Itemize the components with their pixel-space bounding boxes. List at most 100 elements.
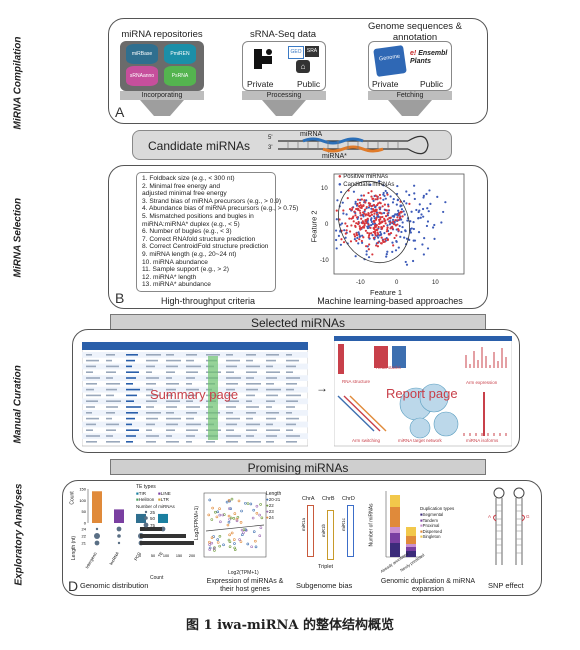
positive-point: [359, 228, 362, 231]
positive-point: [381, 221, 384, 224]
expression-point: [210, 518, 214, 521]
feature-scatter-plot: [333, 173, 465, 275]
expression-point: [239, 540, 243, 543]
criterion-item: miRNA:miRNA* duplex (e.g., < 5): [142, 220, 240, 228]
positive-point: [373, 224, 377, 227]
arrow-to-report-icon: →: [316, 381, 328, 395]
positive-point: [375, 203, 379, 207]
dup-legend-item: ■Tandem: [420, 518, 438, 523]
positive-point: [387, 205, 390, 208]
positive-point: [344, 222, 347, 225]
positive-point: [367, 212, 370, 215]
positive-point: [376, 197, 379, 200]
positive-ellipse: [338, 180, 410, 264]
genomic-bar: [114, 509, 124, 523]
candidate-point: [391, 250, 394, 253]
expression-point: [232, 517, 236, 520]
size-legend-dot: [143, 522, 149, 528]
positive-point: [386, 238, 389, 242]
snp-label-a: A: [488, 514, 492, 519]
candidate-point: [371, 222, 374, 226]
candidate-point: [402, 200, 406, 203]
candidate-point: [421, 243, 424, 246]
candidate-point: [354, 202, 357, 205]
positive-point: [398, 216, 402, 220]
candidate-point: [427, 210, 430, 213]
positive-point: [351, 206, 354, 209]
candidate-point: [361, 234, 364, 237]
positive-point: [338, 218, 341, 221]
positive-point: [394, 219, 397, 222]
candidate-point: [383, 232, 386, 235]
dup-legend-swatch: ■: [420, 512, 423, 517]
label-mirna-selection: MiRNA Selection: [12, 197, 24, 278]
candidate-point: [378, 180, 381, 183]
positive-point: [359, 203, 362, 207]
expression-point: [260, 516, 264, 520]
candidate-point: [392, 198, 395, 201]
size-legend-25: 25: [150, 510, 156, 515]
positive-point: [368, 234, 371, 237]
expression-point: [222, 543, 225, 547]
dup-legend-title: Duplication types: [420, 506, 455, 511]
positive-point: [358, 238, 361, 241]
report-arm-switching: Arm switching: [352, 438, 381, 443]
size-legend-dot: [144, 516, 148, 520]
dup-legend-item: ■Segmental: [420, 512, 443, 517]
te-type-line: ■LINE: [158, 491, 171, 496]
legend-positive-label: Positive miRNAs: [343, 174, 388, 180]
positive-point: [383, 240, 386, 243]
positive-point: [360, 217, 363, 220]
length-label: 22: [82, 534, 87, 539]
genomic-category-label: Intergenic: [84, 551, 98, 569]
candidate-point: [408, 193, 411, 197]
process-label-incorporating: Incorporating: [141, 92, 183, 99]
genomic-ytick: 0: [84, 521, 87, 526]
positive-point: [348, 207, 352, 211]
candidate-point: [414, 247, 417, 250]
report-page-screenshot: [334, 336, 512, 447]
length-label: 21: [82, 541, 87, 546]
candidate-point: [426, 207, 429, 210]
process-bar-processing: Processing: [242, 91, 326, 100]
db-label-pmiren: PmiREN: [170, 51, 190, 57]
candidate-point: [391, 218, 395, 221]
positive-point: [378, 222, 381, 225]
candidate-point: [409, 220, 412, 223]
positive-point: [383, 203, 386, 206]
genomic-ytick: 100: [79, 498, 86, 503]
positive-point: [373, 227, 376, 231]
positive-point: [355, 233, 358, 237]
snp-hairpins: [493, 487, 525, 565]
length-dot: [117, 541, 121, 545]
candidate-point: [357, 242, 360, 245]
candidate-point: [440, 221, 443, 224]
label-mirna-compilation: MiRNA Compilation: [12, 36, 24, 130]
candidate-point: [397, 209, 400, 212]
positive-point: [366, 213, 370, 217]
candidate-point: [356, 236, 359, 240]
subgenome-gene-a: [307, 505, 314, 557]
scatter-ytick-1: 10: [321, 186, 328, 192]
positive-point: [372, 236, 375, 240]
genome-book-icon: Genome: [373, 45, 407, 77]
positive-point: [391, 225, 394, 228]
summary-page-label: Summary page: [150, 387, 239, 402]
funnel-2: [262, 100, 306, 116]
criteria-caption: High-throughput criteria: [160, 296, 256, 306]
positive-point: [385, 230, 388, 233]
positive-point: [378, 193, 382, 197]
candidate-point: [367, 256, 371, 259]
subgenome-triplet-label: Triplet: [318, 564, 334, 570]
candidate-point: [401, 221, 404, 224]
criterion-item: 13. miRNA* abundance: [142, 281, 211, 289]
candidate-point: [340, 190, 343, 194]
subgenome-gene-label-b: miR1b: [321, 523, 327, 538]
database-cylinder-psrna: PsRNA: [164, 66, 196, 86]
expression-point: [233, 512, 237, 515]
dup-ylabel: Number of miRNAs: [368, 503, 375, 547]
positive-point: [389, 227, 392, 230]
criterion-item: 9. miRNA length (e.g., 20~24 nt): [142, 251, 237, 258]
count-tick: 0: [139, 554, 141, 558]
subgenome-col-d: ChrD: [342, 496, 355, 502]
